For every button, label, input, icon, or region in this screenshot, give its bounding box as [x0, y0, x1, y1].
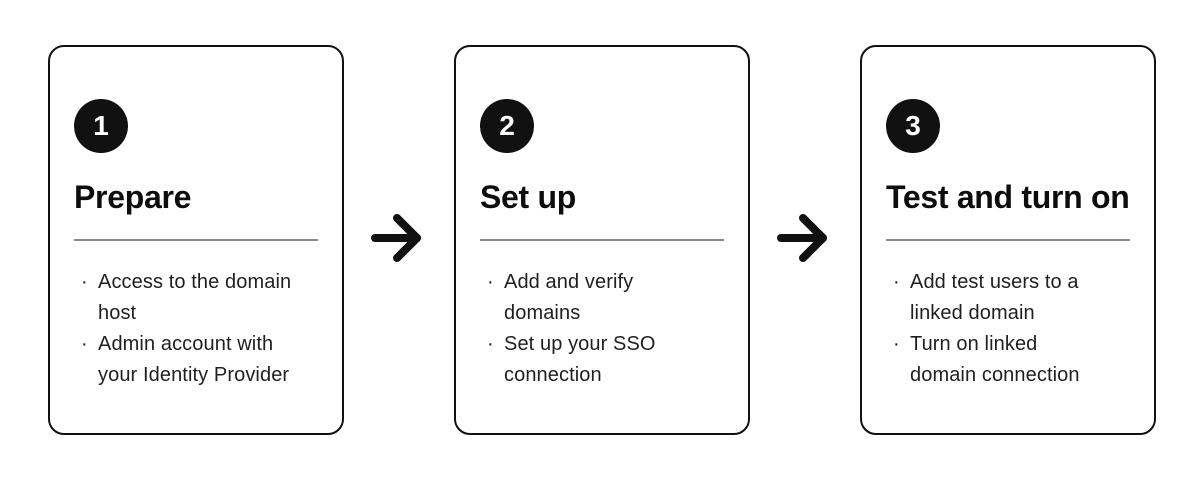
bullet-item: · Add test users to a linked domain — [886, 267, 1130, 329]
bullet-list: · Add test users to a linked domain · Tu… — [886, 267, 1130, 391]
bullet-line: connection — [504, 364, 602, 386]
divider — [74, 239, 318, 241]
bullet-line: domains — [504, 302, 581, 324]
step-number: 1 — [93, 110, 109, 141]
arrow-gap — [344, 45, 454, 263]
bullet-dot-icon: · — [81, 333, 88, 355]
step-number-badge: 1 — [74, 99, 128, 153]
arrow-right-icon — [777, 214, 827, 262]
bullet-item: · Set up your SSO connection — [480, 329, 724, 391]
bullet-text: Access to the domain host — [98, 267, 291, 329]
bullet-line: Turn on linked — [910, 333, 1038, 355]
step-number-badge: 3 — [886, 99, 940, 153]
step-title: Prepare — [74, 179, 192, 215]
bullet-text: Admin account with your Identity Provide… — [98, 329, 289, 391]
bullet-line: host — [98, 302, 137, 324]
arrow-gap — [750, 45, 860, 263]
bullet-line: Access to the domain — [98, 271, 292, 293]
step-card-test-and-turn-on: 3 Test and turn on · Add test users to a… — [860, 45, 1156, 435]
bullet-text: Turn on linked domain connection — [910, 329, 1080, 391]
step-title: Set up — [480, 179, 576, 215]
bullet-dot-icon: · — [893, 333, 900, 355]
step-number-badge: 2 — [480, 99, 534, 153]
step-title: Test and turn on — [886, 179, 1130, 215]
bullet-dot-icon: · — [487, 271, 494, 293]
step-number: 3 — [905, 110, 921, 141]
step-card-prepare: 1 Prepare · Access to the domain host · … — [48, 45, 344, 435]
bullet-line: linked domain — [910, 302, 1035, 324]
bullet-line: Set up your SSO — [504, 333, 656, 355]
bullet-line: domain connection — [910, 364, 1080, 386]
process-diagram: 1 Prepare · Access to the domain host · … — [48, 45, 1156, 435]
bullet-text: Add test users to a linked domain — [910, 267, 1079, 329]
bullet-line: Add and verify — [504, 271, 634, 293]
bullet-item: · Add and verify domains — [480, 267, 724, 329]
bullet-line: your Identity Provider — [98, 364, 290, 386]
step-number: 2 — [499, 110, 515, 141]
arrow-right-icon — [371, 214, 421, 262]
bullet-line: Admin account with — [98, 333, 274, 355]
bullet-text: Set up your SSO connection — [504, 329, 656, 391]
bullet-item: · Access to the domain host — [74, 267, 318, 329]
bullet-item: · Admin account with your Identity Provi… — [74, 329, 318, 391]
bullet-text: Add and verify domains — [504, 267, 633, 329]
step-card-set-up: 2 Set up · Add and verify domains · Set … — [454, 45, 750, 435]
bullet-dot-icon: · — [487, 333, 494, 355]
bullet-line: Add test users to a — [910, 271, 1079, 293]
divider — [886, 239, 1130, 241]
divider — [480, 239, 724, 241]
bullet-dot-icon: · — [81, 271, 88, 293]
bullet-dot-icon: · — [893, 271, 900, 293]
bullet-list: · Add and verify domains · Set up your S… — [480, 267, 724, 391]
bullet-list: · Access to the domain host · Admin acco… — [74, 267, 318, 391]
bullet-item: · Turn on linked domain connection — [886, 329, 1130, 391]
